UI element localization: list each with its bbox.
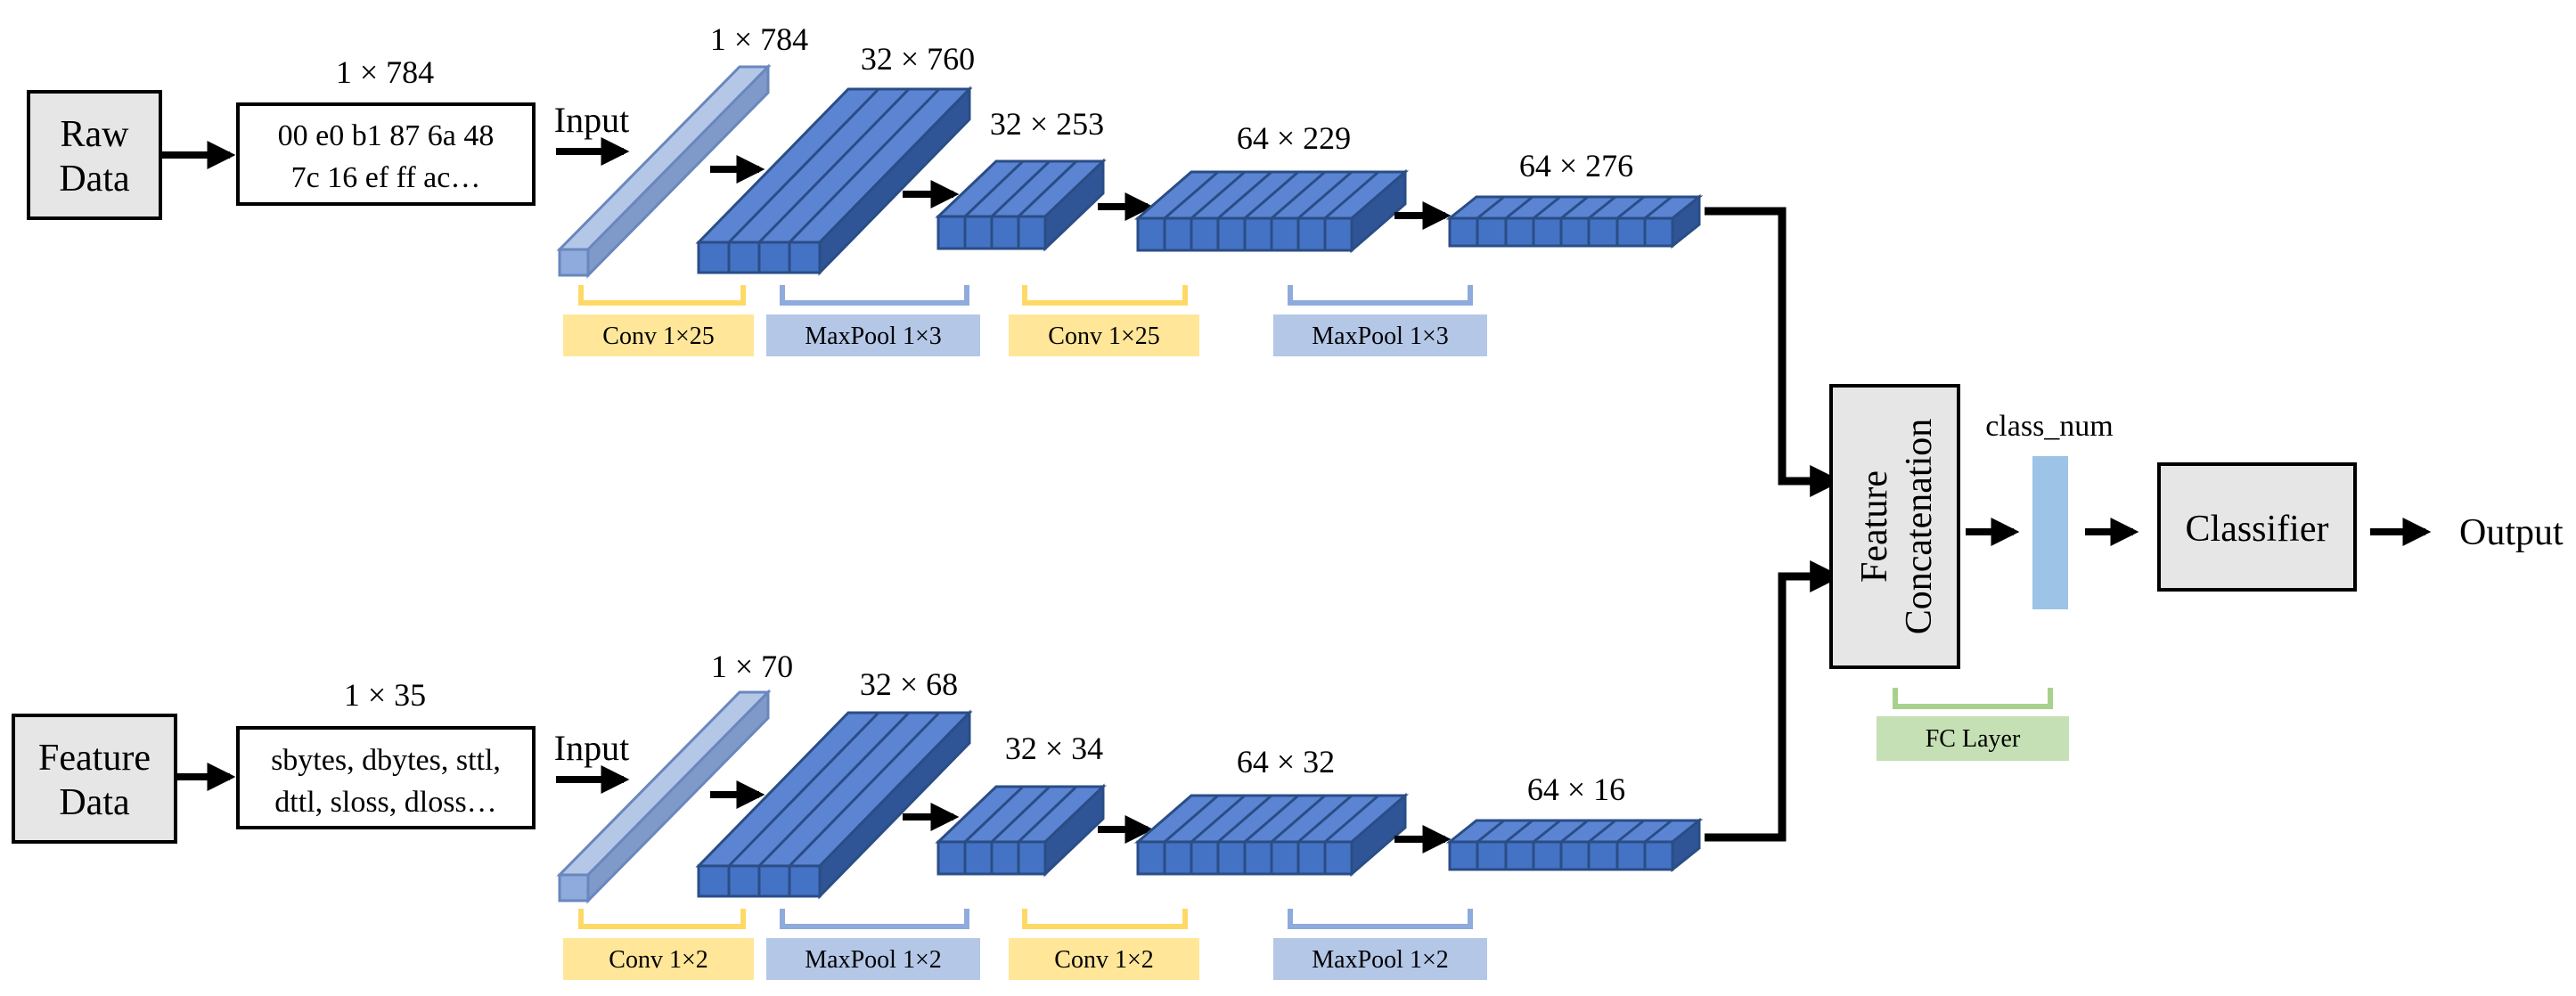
- raw-data-box: [27, 90, 162, 220]
- feature-op-pool1-bracket: [780, 909, 969, 929]
- feature-op-conv1: Conv 1×2: [563, 909, 754, 980]
- feature-op-conv1-bg: [563, 938, 754, 980]
- raw-op-pool2-bg: [1273, 314, 1487, 356]
- raw-data-label-line1: Raw: [61, 114, 130, 155]
- raw-op-pool1-label: MaxPool 1×3: [805, 322, 941, 350]
- feature-tensor-2: [935, 783, 1107, 878]
- connector-feature-to-concat: [1705, 560, 1843, 842]
- feature-op-conv2-bg: [1009, 938, 1199, 980]
- raw-op-conv2: Conv 1×25: [1009, 285, 1199, 356]
- feature-concatenation-box: [1829, 384, 1960, 669]
- raw-sample-box: [236, 102, 536, 206]
- raw-tensor-2: [935, 158, 1107, 252]
- feature-op-pool2: MaxPool 1×2: [1273, 909, 1487, 980]
- feature-op-conv1-label: Conv 1×2: [609, 946, 707, 974]
- feature-op-conv2: Conv 1×2: [1009, 909, 1199, 980]
- branch-raw-data: Raw Data 1 × 784 00 e0 b1 87 6a 48 7c 16…: [27, 21, 1843, 497]
- raw-tensor-1: [695, 86, 973, 276]
- raw-input-vector: [556, 63, 772, 279]
- feature-sample-line2: dttl, sloss, dloss…: [274, 786, 496, 819]
- output-label: Output: [2459, 512, 2564, 553]
- feature-input-vector-front: [558, 873, 590, 902]
- feature-tensor-1: [695, 709, 973, 900]
- merge-section: Feature Concatenation class_num FC Layer…: [1829, 384, 2564, 761]
- feature-data-box: [12, 714, 177, 844]
- feature-op-conv2-bracket: [1022, 909, 1188, 929]
- feature-concatenation-label-line1: Feature: [1854, 470, 1895, 583]
- raw-sample-line1: 00 e0 b1 87 6a 48: [278, 119, 495, 152]
- feature-op-pool2-label: MaxPool 1×2: [1312, 946, 1448, 974]
- feature-op-pool1: MaxPool 1×2: [766, 909, 980, 980]
- fc-vector-label: class_num: [1985, 410, 2114, 443]
- feature-op-conv2-label: Conv 1×2: [1054, 946, 1153, 974]
- raw-op-conv2-label: Conv 1×25: [1048, 322, 1159, 350]
- raw-tensor-3: [1133, 168, 1410, 254]
- raw-tensor-3-dim: 64 × 229: [1237, 120, 1351, 156]
- raw-op-conv1-bracket: [578, 285, 746, 306]
- connector-raw-to-concat: [1705, 207, 1843, 497]
- feature-op-pool2-bracket: [1288, 909, 1473, 929]
- feature-input-label: Input: [554, 728, 629, 768]
- fc-layer-label: FC Layer: [1926, 725, 2021, 753]
- raw-tensor-4: [1445, 193, 1704, 249]
- raw-input-label: Input: [554, 100, 629, 140]
- feature-input-vector: [556, 689, 772, 904]
- fc-output-vector: [2032, 456, 2068, 609]
- feature-input-dim: 1 × 70: [711, 649, 793, 684]
- raw-op-pool1-bracket: [780, 285, 969, 306]
- feature-sample-box: [236, 726, 536, 829]
- feature-op-pool1-label: MaxPool 1×2: [805, 946, 941, 974]
- raw-op-conv1: Conv 1×25: [563, 285, 754, 356]
- classifier-box: [2157, 462, 2357, 592]
- feature-tensor-3: [1133, 792, 1410, 878]
- branch-feature-data: Feature Data 1 × 35 sbytes, dbytes, sttl…: [12, 560, 1843, 980]
- raw-input-dim: 1 × 784: [710, 21, 808, 57]
- raw-data-label-line2: Data: [59, 159, 130, 200]
- raw-op-pool2: MaxPool 1×3: [1273, 285, 1487, 356]
- raw-tensor-1-dim: 32 × 760: [861, 41, 975, 77]
- raw-tensor-2-dim: 32 × 253: [990, 106, 1104, 142]
- raw-op-pool2-label: MaxPool 1×3: [1312, 322, 1448, 350]
- raw-op-conv2-bracket: [1022, 285, 1188, 306]
- feature-op-conv1-bracket: [578, 909, 746, 929]
- feature-data-label-line1: Feature: [38, 738, 151, 779]
- feature-tensor-4: [1445, 817, 1704, 873]
- raw-tensor-4-dim: 64 × 276: [1519, 148, 1633, 184]
- feature-op-pool1-bg: [766, 938, 980, 980]
- feature-tensor-1-dim: 32 × 68: [860, 666, 958, 702]
- feature-tensor-2-dim: 32 × 34: [1005, 731, 1103, 766]
- raw-op-conv1-label: Conv 1×25: [602, 322, 714, 350]
- raw-sample-line2: 7c 16 ef ff ac…: [291, 161, 481, 194]
- feature-tensor-3-dim: 64 × 32: [1237, 744, 1335, 780]
- raw-sample-dim: 1 × 784: [336, 54, 434, 90]
- feature-op-pool2-bg: [1273, 938, 1487, 980]
- feature-data-label-line2: Data: [59, 782, 130, 823]
- raw-input-vector-front: [558, 248, 590, 277]
- raw-op-pool2-bracket: [1288, 285, 1473, 306]
- feature-sample-dim: 1 × 35: [344, 677, 426, 713]
- raw-op-conv1-bg: [563, 314, 754, 356]
- raw-op-pool1: MaxPool 1×3: [766, 285, 980, 356]
- fc-layer-bracket: [1893, 688, 2053, 709]
- raw-op-conv2-bg: [1009, 314, 1199, 356]
- feature-concatenation-label-line2: Concatenation: [1899, 419, 1940, 635]
- raw-op-pool1-bg: [766, 314, 980, 356]
- classifier-label: Classifier: [2186, 509, 2329, 550]
- feature-sample-line1: sbytes, dbytes, sttl,: [271, 744, 501, 777]
- fc-layer-label-bg: [1877, 716, 2069, 761]
- feature-tensor-4-dim: 64 × 16: [1527, 771, 1625, 807]
